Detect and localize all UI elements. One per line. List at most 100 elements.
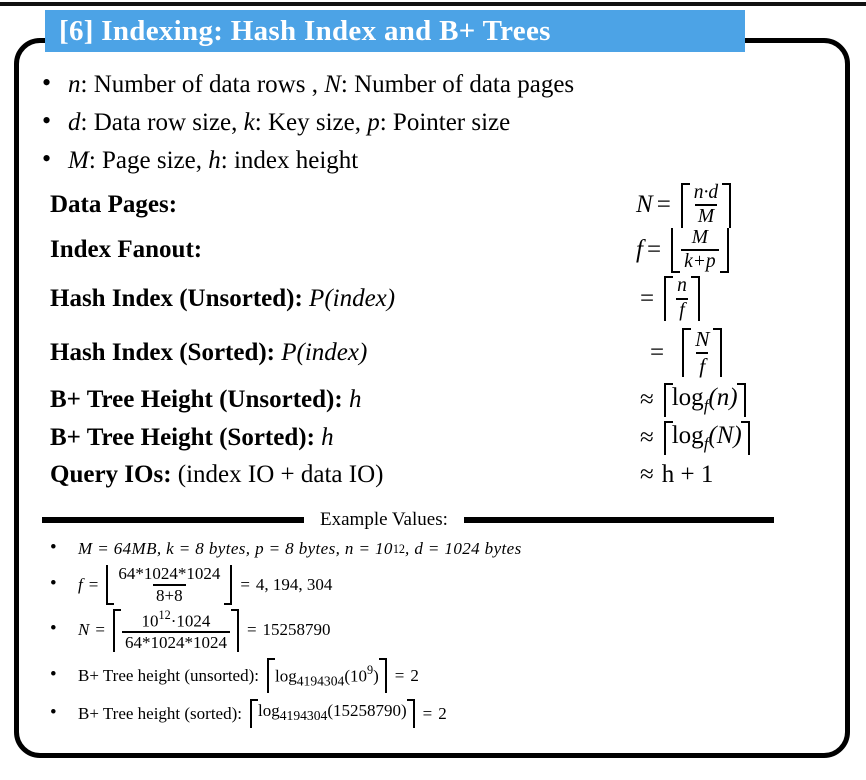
example-fanout-relation: = xyxy=(88,574,99,594)
fraction: n·d M xyxy=(691,182,721,228)
example-params-text: M = 64MB, k = 8 bytes, p = 8 bytes, n = … xyxy=(78,538,393,558)
formula-label-text: Data Pages: xyxy=(50,191,178,219)
formula-label-text: Hash Index (Sorted): xyxy=(50,338,276,366)
log-argument: (15258790) xyxy=(327,701,407,721)
ceiling-bracket: n f xyxy=(664,275,700,322)
fraction-numerator: n·d xyxy=(693,182,719,203)
fraction: M k+p xyxy=(681,227,719,273)
formula-relation: ≈ xyxy=(640,385,654,413)
formula-relation: ≈ xyxy=(640,460,654,488)
log-argument: (N) xyxy=(708,421,742,449)
formula-label: Hash Index (Unsorted): P(index) xyxy=(36,285,636,313)
formula-label-extra: P(index) xyxy=(281,338,368,366)
formula-expression: ≈ logf(N) xyxy=(636,420,828,455)
definition-var-d: d xyxy=(68,109,81,136)
list-item: d: Data row size, k: Key size, p: Pointe… xyxy=(36,104,828,139)
fraction-numerator: 1012·1024 xyxy=(138,607,213,631)
fraction: 1012·1024 64*1024*1024 xyxy=(121,607,230,652)
definition-var-N: N xyxy=(324,71,341,98)
log-name: log xyxy=(275,666,297,686)
example-height-sorted-relation: = xyxy=(422,703,433,723)
list-item: f = 64*1024*1024 8+8 = 4, 194, 304 xyxy=(42,565,828,605)
log-base: 4194304 xyxy=(279,708,328,723)
fraction: N f xyxy=(692,328,712,377)
list-item: B+ Tree height (unsorted): log4194304(10… xyxy=(42,657,828,694)
example-height-sorted-text: B+ Tree height (sorted): xyxy=(78,703,242,723)
ceiling-bracket: log4194304(15258790) xyxy=(250,699,415,728)
numerator-exponent: 12 xyxy=(158,607,171,622)
formula-relation: ≈ xyxy=(640,423,654,451)
formula-label: Hash Index (Sorted): P(index) xyxy=(36,339,636,367)
page-title: [6] Indexing: Hash Index and B+ Trees xyxy=(59,14,551,47)
divider-rule-right xyxy=(463,516,774,523)
example-pages-lhs: N xyxy=(78,620,90,640)
formula-relation: = xyxy=(650,338,665,366)
log-base: f xyxy=(703,395,709,415)
fraction-denominator: 8+8 xyxy=(153,583,186,605)
floor-bracket: 64*1024*1024 8+8 xyxy=(106,565,233,605)
divider-rule-left xyxy=(42,516,304,523)
numerator-tail: ·1024 xyxy=(170,611,211,631)
list-item: M = 64MB, k = 8 bytes, p = 8 bytes, n = … xyxy=(42,537,828,561)
fraction-numerator: N xyxy=(695,327,710,352)
formula-row-hash-unsorted: Hash Index (Unsorted): P(index) = n f xyxy=(36,273,828,325)
example-values-list: M = 64MB, k = 8 bytes, p = 8 bytes, n = … xyxy=(36,537,828,728)
fraction: 64*1024*1024 8+8 xyxy=(115,565,223,605)
log-name: log xyxy=(671,383,704,411)
ceiling-bracket: n·d M xyxy=(680,182,732,228)
example-pages-result-relation: = xyxy=(246,620,257,640)
formula-row-btree-sorted: B+ Tree Height (Sorted): h ≈ logf(N) xyxy=(36,419,828,457)
definition-text: : Pointer size xyxy=(379,109,511,136)
formula-label-text: Index Fanout: xyxy=(50,236,203,264)
formula-label-text: B+ Tree Height (Unsorted): xyxy=(50,385,343,413)
formula-row-query-ios: Query IOs: (index IO + data IO) ≈ h + 1 xyxy=(36,457,828,493)
ceiling-bracket: 1012·1024 64*1024*1024 xyxy=(112,607,239,653)
definition-var-h: h xyxy=(208,147,221,174)
ceiling-bracket: N f xyxy=(682,328,723,378)
definition-var-p: p xyxy=(367,109,380,136)
divider-label: Example Values: xyxy=(320,508,448,530)
example-pages-relation: = xyxy=(95,620,105,640)
log-expression: logf(N) xyxy=(670,421,744,455)
example-height-unsorted-relation: = xyxy=(394,665,405,685)
list-item: B+ Tree height (sorted): log4194304(1525… xyxy=(42,699,828,728)
definition-var-M: M xyxy=(68,147,89,174)
slide-title-banner: [6] Indexing: Hash Index and B+ Trees xyxy=(45,10,745,52)
example-pages-result: 15258790 xyxy=(262,620,331,640)
example-height-unsorted-result: 2 xyxy=(410,665,419,685)
fraction-denominator: k+p xyxy=(681,249,719,272)
formula-expression: ≈ logf(n) xyxy=(636,382,828,417)
log-expression: logf(n) xyxy=(670,383,740,417)
formula-relation: = xyxy=(640,284,655,312)
formula-lhs: N xyxy=(636,191,653,219)
definition-var-n: n xyxy=(68,71,81,98)
formula-label: B+ Tree Height (Sorted): h xyxy=(36,424,636,452)
log-expression: log4194304(15258790) xyxy=(256,699,409,728)
log-expression: log4194304(109) xyxy=(273,658,381,693)
fraction-numerator: 64*1024*1024 xyxy=(118,563,221,583)
formula-label-extra: h xyxy=(348,385,362,413)
log-argument-exponent: 9 xyxy=(366,662,374,677)
fraction-numerator: n xyxy=(677,275,687,297)
fraction-denominator: 64*1024*1024 xyxy=(121,630,230,652)
definition-text: : Data row size, xyxy=(80,109,244,136)
log-argument-base: (10 xyxy=(344,666,367,686)
fraction-denominator: f xyxy=(696,351,709,378)
formula-relation: = xyxy=(646,236,662,264)
formula-label-extra: (index IO + data IO) xyxy=(177,460,384,488)
formula-label: B+ Tree Height (Unsorted): h xyxy=(36,386,636,414)
log-base: 4194304 xyxy=(296,673,345,689)
definition-text: : index height xyxy=(220,147,359,174)
example-params-text-tail: , d = 1024 bytes xyxy=(405,538,522,558)
log-name: log xyxy=(671,421,704,449)
log-argument: (n) xyxy=(708,383,738,411)
example-fanout-result-relation: = xyxy=(240,574,250,594)
formula-label-text: Hash Index (Unsorted): xyxy=(50,284,303,312)
formula-expression: = n f xyxy=(636,275,828,322)
formula-rows: Data Pages: N = n·d M Index Fanout: f xyxy=(36,182,828,493)
formula-expression: = N f xyxy=(636,328,828,378)
list-item: n: Number of data rows , N: Number of da… xyxy=(36,66,828,101)
example-height-sorted-result: 2 xyxy=(438,703,447,723)
formula-label-extra: h xyxy=(321,423,334,451)
formula-label: Index Fanout: xyxy=(36,236,636,264)
